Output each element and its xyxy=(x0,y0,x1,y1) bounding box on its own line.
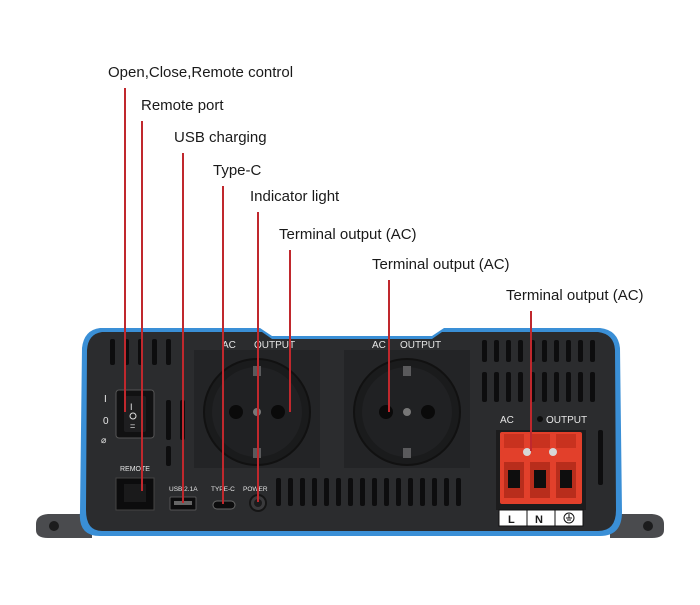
ac-terminal-block: AC OUTPUT L N xyxy=(496,415,587,527)
remote-symbol-icon: ⌀ xyxy=(101,435,107,445)
callout-indicator: Indicator light xyxy=(250,188,340,205)
callout-terminal: Terminal output (AC) xyxy=(506,287,644,304)
switch-mark-off: 0 xyxy=(103,416,109,427)
leader-usb xyxy=(182,153,184,503)
power-label: POWER xyxy=(243,486,268,493)
leader-socket1 xyxy=(289,250,291,412)
socket1-ac-label: AC xyxy=(222,340,236,351)
leader-remote-port xyxy=(141,121,143,491)
socket2-ac-label: AC xyxy=(372,340,386,351)
leader-typec xyxy=(222,186,224,504)
callout-usb: USB charging xyxy=(174,129,267,146)
callout-typec: Type-C xyxy=(213,162,262,179)
svg-text:I: I xyxy=(130,402,133,412)
leader-socket2 xyxy=(388,280,390,412)
usb-port[interactable]: USB 2.1A xyxy=(169,486,198,511)
vent-slots-left xyxy=(166,400,185,466)
terminal-ac-label: AC xyxy=(500,415,514,426)
svg-text:=: = xyxy=(130,421,135,431)
ground-icon xyxy=(563,512,575,524)
leader-indicator xyxy=(257,212,259,502)
leader-terminal xyxy=(530,311,532,451)
socket1-output-label: OUTPUT xyxy=(254,340,295,351)
terminal-l-label: L xyxy=(508,514,515,526)
remote-port[interactable]: REMOTE xyxy=(115,466,155,511)
usb-label: USB 2.1A xyxy=(169,486,198,493)
socket2-output-label: OUTPUT xyxy=(400,340,441,351)
terminal-output-label: OUTPUT xyxy=(546,415,587,426)
callout-power-switch: Open,Close,Remote control xyxy=(108,64,294,81)
ac-socket-2: AC OUTPUT xyxy=(344,340,470,468)
remote-label: REMOTE xyxy=(120,466,150,473)
terminal-n-label: N xyxy=(535,514,543,526)
vent-slots-right xyxy=(482,372,603,485)
power-switch[interactable]: I 0 ⌀ I = xyxy=(101,389,155,445)
left-mounting-foot xyxy=(36,514,92,538)
callout-socket2: Terminal output (AC) xyxy=(372,256,510,273)
switch-mark-on: I xyxy=(104,394,107,405)
leader-power-switch xyxy=(124,88,126,412)
vent-slots-bottom xyxy=(276,478,461,506)
callout-remote-port: Remote port xyxy=(141,97,224,114)
right-mounting-foot xyxy=(610,514,664,538)
callout-socket1: Terminal output (AC) xyxy=(279,226,417,243)
